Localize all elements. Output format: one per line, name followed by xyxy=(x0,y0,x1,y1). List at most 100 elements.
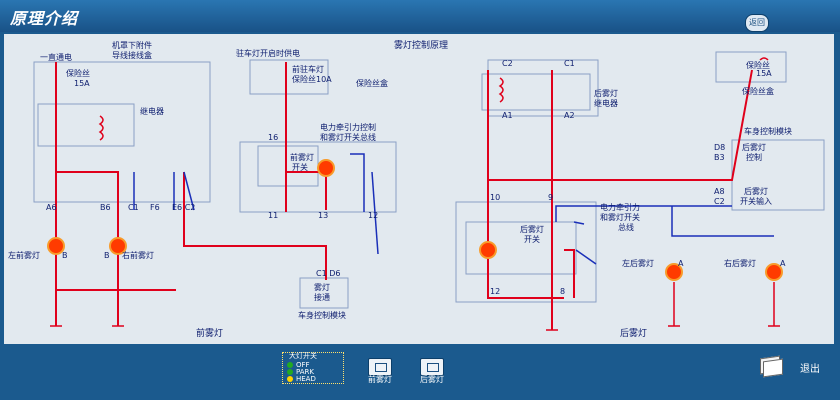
wire-rear-out xyxy=(575,249,597,265)
lamp-pin-a-left: A xyxy=(678,259,684,268)
front-fog-button-label: 前雾灯 xyxy=(368,375,392,384)
fuse-symbol-right xyxy=(759,57,769,61)
label-epower-2: 和雾灯开关总线 xyxy=(320,132,376,142)
label-fuse-left-rating: 15A xyxy=(74,79,90,88)
wire-rear-switch xyxy=(564,249,575,298)
label-rear-ctrl-1: 后雾灯 xyxy=(742,142,766,152)
pin-a8: A8 xyxy=(714,187,725,196)
underhood-box-outline xyxy=(33,61,211,203)
rear-fog-button[interactable] xyxy=(420,358,444,376)
pin-11: 11 xyxy=(268,211,278,220)
pin-a6: A6 xyxy=(46,203,57,212)
lamp-pin-b-right: B xyxy=(104,251,110,260)
label-parking-fuse-1: 前驻车灯 xyxy=(292,64,324,74)
label-left-rear-lamp: 左后雾灯 xyxy=(622,258,654,268)
lamp-right-front xyxy=(109,237,127,255)
label-left-front-lamp: 左前雾灯 xyxy=(8,250,40,260)
relay-coil-front xyxy=(98,115,104,141)
rear-relay-box xyxy=(481,73,591,111)
label-front-section: 前雾灯 xyxy=(196,327,223,339)
label-epower-r1: 电力牵引力 xyxy=(600,202,640,212)
label-epower-r2: 和雾灯开关 xyxy=(600,212,640,222)
exit-button[interactable]: 退出 xyxy=(800,364,820,375)
relay-coil-rear xyxy=(498,77,504,103)
wire-bus-gnd xyxy=(371,171,379,255)
label-epower-r3: 总线 xyxy=(618,222,634,232)
wire-right-front xyxy=(56,171,119,326)
wire-rear-lamp xyxy=(487,180,564,299)
label-rear-switch-1: 后雾灯 xyxy=(520,224,544,234)
label-parking-fuse-2: 保险丝10A xyxy=(292,74,332,84)
rear-fog-button-label: 后雾灯 xyxy=(420,375,444,384)
pin-9: 9 xyxy=(548,193,553,202)
fuse-box-outline xyxy=(249,59,329,95)
pin-f6: F6 xyxy=(150,203,160,212)
wire-bus-front xyxy=(350,153,365,212)
fog-light-schematic: 雾灯控制原理 一直通电 保险丝 15A 机罩下附件 导线接线盒 继电器 驻车灯开… xyxy=(8,39,825,339)
fuse-box-right-outline xyxy=(715,51,787,83)
radio-off-icon xyxy=(287,362,293,368)
label-rear-relay-2: 继电器 xyxy=(594,98,618,108)
switch-option-head[interactable]: HEAD xyxy=(287,375,316,383)
label-rear-input-2: 开关输入 xyxy=(740,196,772,206)
switch-option-off[interactable]: OFF xyxy=(287,361,310,369)
diagram-panel: 雾灯控制原理 一直通电 保险丝 15A 机罩下附件 导线接线盒 继电器 驻车灯开… xyxy=(4,34,834,344)
wire-rear-to-fuse xyxy=(552,69,753,181)
label-fuse-right: 保险丝 xyxy=(746,60,770,70)
lamp-pin-b-left: B xyxy=(62,251,68,260)
pin-b6: B6 xyxy=(100,203,111,212)
lamp-indicator-rear xyxy=(479,241,497,259)
lamp-pin-a-right: A xyxy=(780,259,786,268)
label-epower-1: 电力牵引力控制 xyxy=(320,122,376,132)
label-rear-section: 后雾灯 xyxy=(620,328,647,339)
pin-a2: A2 xyxy=(564,111,575,120)
pin-b3: B3 xyxy=(714,153,725,162)
pin-c1d6: C1 D6 xyxy=(316,269,340,278)
label-fog-relay-2: 接通 xyxy=(314,292,330,302)
pin-c1r: C1 xyxy=(564,59,575,68)
rear-bus-box xyxy=(455,201,597,303)
label-underhood-2: 导线接线盒 xyxy=(112,50,152,60)
label-fuse-box: 保险丝盒 xyxy=(356,78,388,88)
front-switch-box xyxy=(257,145,319,187)
front-bus-box xyxy=(239,141,397,213)
switch-option-park[interactable]: PARK xyxy=(287,368,314,376)
relay-box xyxy=(37,103,135,147)
label-bcm-front: 车身控制模块 xyxy=(298,310,346,320)
wire-e6 xyxy=(183,171,195,211)
pin-a1: A1 xyxy=(502,111,513,120)
label-fuse-right-rating: 15A xyxy=(756,69,772,78)
pin-c2: C2 xyxy=(502,59,513,68)
wire-rear-input xyxy=(555,205,732,222)
label-fuse-box-right: 保险丝盒 xyxy=(742,86,774,96)
radio-head-icon xyxy=(287,376,293,382)
switch-title: 大灯开关 xyxy=(289,352,317,360)
pin-8: 8 xyxy=(560,287,565,296)
back-button[interactable]: 返回 xyxy=(745,14,769,32)
lamp-right-rear xyxy=(765,263,783,281)
front-fog-button[interactable] xyxy=(368,358,392,376)
wire-rear-lamp-line xyxy=(671,206,774,237)
wire-front-relay xyxy=(183,172,327,280)
diagram-title: 雾灯控制原理 xyxy=(394,39,448,51)
label-rear-switch-2: 开关 xyxy=(524,234,540,244)
label-right-front-lamp: 右前雾灯 xyxy=(122,250,154,260)
rear-switch-box xyxy=(465,221,577,275)
label-relay: 继电器 xyxy=(140,106,164,116)
label-underhood-1: 机罩下附件 xyxy=(112,40,152,50)
label-bcm-right: 车身控制模块 xyxy=(744,126,792,136)
book-icon[interactable] xyxy=(758,355,783,378)
label-right-rear-lamp: 右后雾灯 xyxy=(724,258,756,268)
label-rear-input-1: 后雾灯 xyxy=(744,186,768,196)
label-rear-relay-1: 后雾灯 xyxy=(594,88,618,98)
label-rear-ctrl-2: 控制 xyxy=(746,152,762,162)
pin-13: 13 xyxy=(318,211,328,220)
wire-rear-relay xyxy=(487,70,553,181)
pin-16: 16 xyxy=(268,133,278,142)
pin-c1: C1 xyxy=(128,203,139,212)
pin-12-rear: 12 xyxy=(490,287,500,296)
pin-d8: D8 xyxy=(714,143,725,152)
title-bar: 原理介绍 返回 xyxy=(0,0,840,32)
lamp-indicator-front xyxy=(317,159,335,177)
